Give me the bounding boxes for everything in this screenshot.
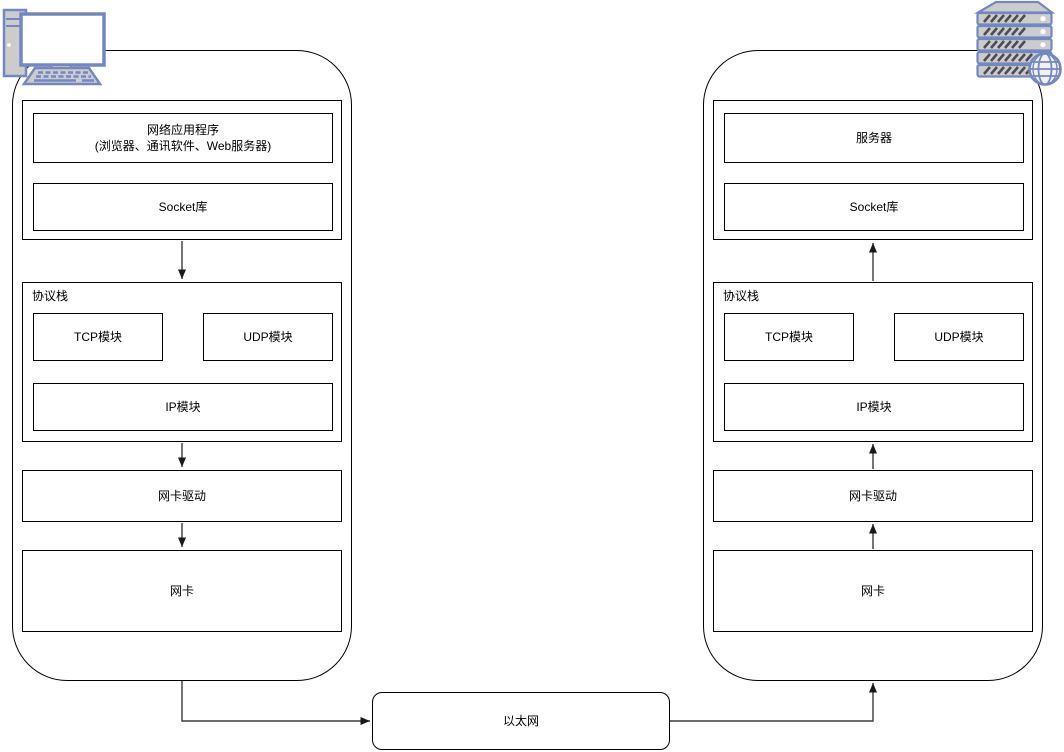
arrow-client-to-ethernet: [181, 681, 370, 725]
client-udp-box: UDP模块: [203, 313, 333, 361]
server-ip-box: IP模块: [724, 383, 1024, 431]
server-nic-box: 网卡: [713, 550, 1033, 632]
server-nic-driver-box: 网卡驱动: [713, 470, 1033, 522]
client-udp-label: UDP模块: [243, 330, 293, 344]
desktop-computer-icon: [2, 8, 106, 86]
server-ip-label: IP模块: [856, 400, 892, 414]
computer-keyboard: [21, 66, 103, 86]
server-application-group: 服务器 Socket库: [713, 100, 1033, 240]
client-nic-label: 网卡: [169, 584, 194, 598]
client-ip-box: IP模块: [33, 383, 333, 431]
server-udp-label: UDP模块: [934, 330, 984, 344]
server-vent-hatching: [983, 14, 1033, 75]
client-tcp-label: TCP模块: [73, 330, 122, 344]
client-nic-driver-box: 网卡驱动: [22, 470, 342, 522]
client-ip-label: IP模块: [165, 400, 201, 414]
server-application-box: 服务器: [724, 113, 1024, 163]
client-tcp-box: TCP模块: [33, 313, 163, 361]
server-application-label: 服务器: [855, 131, 892, 145]
client-socket-box: Socket库: [33, 183, 333, 231]
client-protocol-stack-label: 协议栈: [32, 289, 69, 303]
server-host-container: 服务器 Socket库 协议栈 TCP模块 UDP模块 IP模块 网卡驱动 网卡: [703, 50, 1043, 681]
client-host-container: 网络应用程序 (浏览器、通讯软件、Web服务器) Socket库 协议栈 TCP…: [12, 50, 352, 681]
server-socket-box: Socket库: [724, 183, 1024, 231]
client-socket-label: Socket库: [158, 200, 208, 214]
client-nic-driver-label: 网卡驱动: [157, 489, 206, 503]
computer-monitor: [19, 12, 106, 75]
server-tcp-label: TCP模块: [764, 330, 813, 344]
server-udp-box: UDP模块: [894, 313, 1024, 361]
client-nic-box: 网卡: [22, 550, 342, 632]
server-protocol-stack-group: 协议栈 TCP模块 UDP模块 IP模块: [713, 282, 1033, 442]
client-application-line1: 网络应用程序: [146, 123, 219, 137]
server-nic-label: 网卡: [860, 584, 885, 598]
server-chassis: [973, 0, 1056, 78]
arrow-ethernet-to-server: [670, 683, 877, 722]
server-rack-icon: [973, 0, 1062, 86]
ethernet-box: 以太网: [372, 692, 670, 750]
ethernet-label: 以太网: [502, 714, 539, 728]
globe-icon: [1028, 52, 1062, 86]
server-protocol-stack-label: 协议栈: [723, 289, 760, 303]
client-application-line2: (浏览器、通讯软件、Web服务器): [94, 139, 272, 153]
server-socket-label: Socket库: [849, 200, 899, 214]
server-led-lights: [1040, 16, 1046, 48]
client-protocol-stack-group: 协议栈 TCP模块 UDP模块 IP模块: [22, 282, 342, 442]
client-application-group: 网络应用程序 (浏览器、通讯软件、Web服务器) Socket库: [22, 100, 342, 240]
server-nic-driver-label: 网卡驱动: [848, 489, 897, 503]
server-tcp-box: TCP模块: [724, 313, 854, 361]
client-application-box: 网络应用程序 (浏览器、通讯软件、Web服务器): [33, 113, 333, 163]
